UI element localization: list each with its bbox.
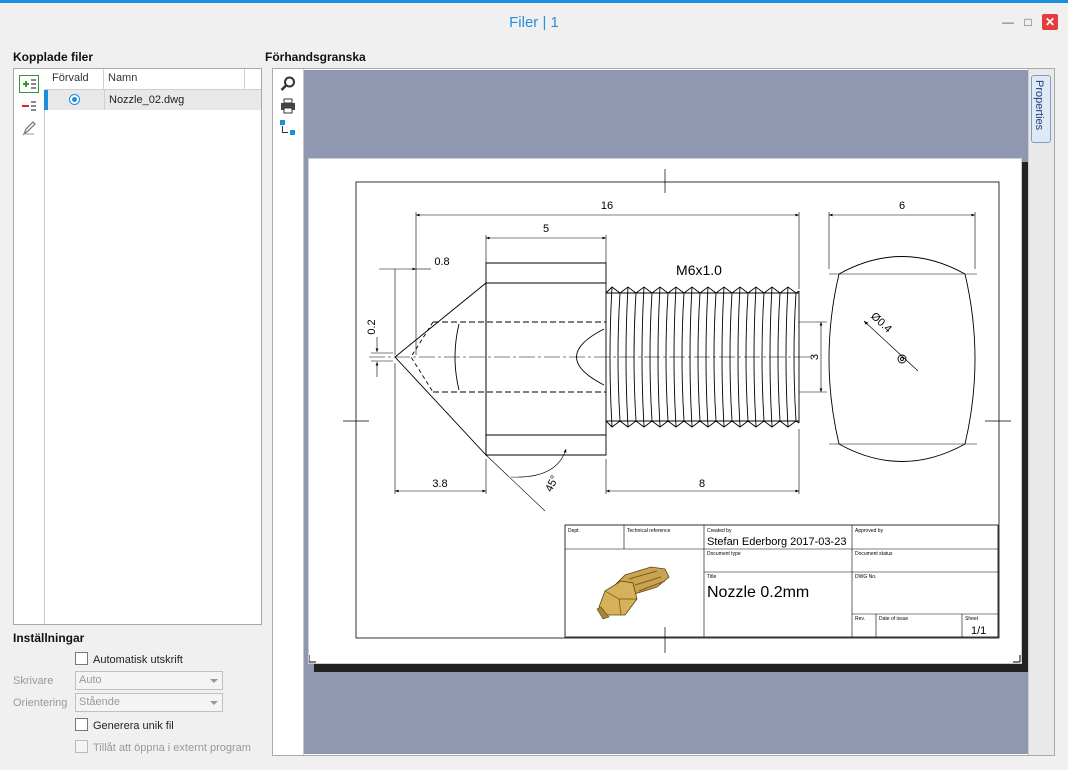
allow-external-label: Tillåt att öppna i externt program: [93, 742, 251, 754]
tb-tech-ref-label: Technical reference: [627, 528, 671, 534]
tb-dept-label: Dept.: [568, 528, 580, 534]
dimension-lines: [371, 212, 976, 512]
orientation-select-value: Stående: [79, 696, 120, 708]
nozzle-side-view: [369, 262, 814, 457]
tb-title-label: Title: [707, 574, 716, 580]
linked-files-label: Kopplade filer: [13, 50, 94, 64]
zoom-icon[interactable]: [279, 75, 297, 93]
dim-orifice: Ø0.4: [868, 310, 894, 335]
allow-external-option: Tillåt att öppna i externt program: [75, 740, 251, 754]
preview-toolbar: [273, 69, 304, 755]
tb-created-by-label: Created by: [707, 528, 732, 534]
linked-files-panel: Förvald Namn Nozzle_02.dwg: [13, 68, 262, 625]
unique-file-checkbox[interactable]: [75, 718, 88, 731]
chevron-down-icon: [210, 701, 218, 705]
window-accent-bar: [0, 0, 1068, 3]
tb-title: Nozzle 0.2mm: [707, 584, 809, 601]
tb-created-by: Stefan Ederborg 2017-03-23: [707, 536, 846, 548]
auto-print-option[interactable]: Automatisk utskrift: [75, 652, 183, 666]
remove-file-icon[interactable]: [19, 97, 39, 115]
preview-canvas[interactable]: 16 5 0.8 0.2 M6x1.0 3 6 Ø0.4 3.8 8 45°: [304, 70, 1034, 754]
file-name-cell: Nozzle_02.dwg: [104, 90, 245, 110]
column-header-default[interactable]: Förvald: [48, 69, 104, 89]
dim-chamfer: 0.8: [434, 256, 449, 268]
dimension-labels: 16 5 0.8 0.2 M6x1.0 3 6 Ø0.4 3.8 8 45°: [366, 200, 905, 494]
close-button[interactable]: ✕: [1042, 14, 1058, 30]
table-row[interactable]: Nozzle_02.dwg: [44, 90, 261, 110]
tb-sheet: 1/1: [971, 625, 986, 637]
default-radio[interactable]: [69, 94, 80, 105]
allow-external-checkbox: [75, 740, 88, 753]
print-icon[interactable]: [279, 97, 297, 115]
dim-tip-diameter: 0.2: [366, 319, 378, 334]
files-grid: Förvald Namn Nozzle_02.dwg: [44, 69, 261, 110]
technical-drawing: 16 5 0.8 0.2 M6x1.0 3 6 Ø0.4 3.8 8 45°: [308, 169, 1021, 663]
sheet-border: [308, 169, 1021, 663]
grid-header: Förvald Namn: [44, 69, 261, 90]
tb-approved-by-label: Approved by: [855, 528, 884, 534]
minimize-button[interactable]: —: [1002, 15, 1014, 29]
orientation-label: Orientering: [13, 697, 68, 709]
unique-file-label: Generera unik fil: [93, 720, 174, 732]
window-title: Filer | 1: [509, 14, 559, 31]
settings-label: Inställningar: [13, 631, 85, 645]
tb-date-issue-label: Date of issue: [879, 616, 908, 622]
orientation-select[interactable]: Stående: [75, 693, 223, 712]
add-file-icon[interactable]: [19, 75, 39, 93]
printer-label: Skrivare: [13, 675, 54, 687]
printer-select[interactable]: Auto: [75, 671, 223, 690]
dim-hex-width: 6: [899, 200, 905, 212]
dim-tip-length: 3.8: [432, 478, 447, 490]
column-header-name[interactable]: Namn: [104, 69, 245, 89]
tb-dwg-no-label: DWG No.: [855, 574, 876, 580]
title-bar: Filer | 1 — □ ✕: [0, 3, 1068, 41]
maximize-button[interactable]: □: [1024, 15, 1032, 29]
drawing-sheet: 16 5 0.8 0.2 M6x1.0 3 6 Ø0.4 3.8 8 45°: [308, 158, 1022, 664]
tb-doc-type-label: Document type: [707, 551, 741, 557]
printer-select-value: Auto: [79, 674, 102, 686]
dim-hex-length: 5: [543, 223, 549, 235]
preview-label: Förhandsgranska: [265, 50, 366, 64]
properties-strip: Properties: [1028, 69, 1054, 755]
file-toolbar: [14, 69, 45, 624]
fit-to-page-icon[interactable]: [279, 119, 297, 137]
dim-overall-length: 16: [601, 200, 613, 212]
tb-doc-status-label: Document status: [855, 551, 893, 557]
title-block: Dept. Technical reference Created by App…: [564, 524, 999, 638]
auto-print-label: Automatisk utskrift: [93, 654, 183, 666]
tb-sheet-label: Sheet: [965, 616, 979, 622]
properties-tab-label: Properties: [1033, 80, 1045, 131]
dim-cone-angle: 45°: [543, 474, 561, 494]
dim-bore-diameter: 3: [809, 354, 821, 360]
nozzle-thumbnail: [596, 566, 670, 620]
dim-thread-label: M6x1.0: [676, 262, 722, 278]
nozzle-end-view: [828, 256, 977, 462]
auto-print-checkbox[interactable]: [75, 652, 88, 665]
preview-panel: 16 5 0.8 0.2 M6x1.0 3 6 Ø0.4 3.8 8 45°: [272, 68, 1055, 756]
dim-thread-length: 8: [699, 478, 705, 490]
edit-pencil-icon[interactable]: [19, 119, 39, 137]
tb-rev-label: Rev.: [855, 616, 865, 622]
unique-file-option[interactable]: Generera unik fil: [75, 718, 174, 732]
row-selection-indicator: [44, 90, 48, 110]
chevron-down-icon: [210, 679, 218, 683]
properties-tab[interactable]: Properties: [1031, 75, 1051, 143]
